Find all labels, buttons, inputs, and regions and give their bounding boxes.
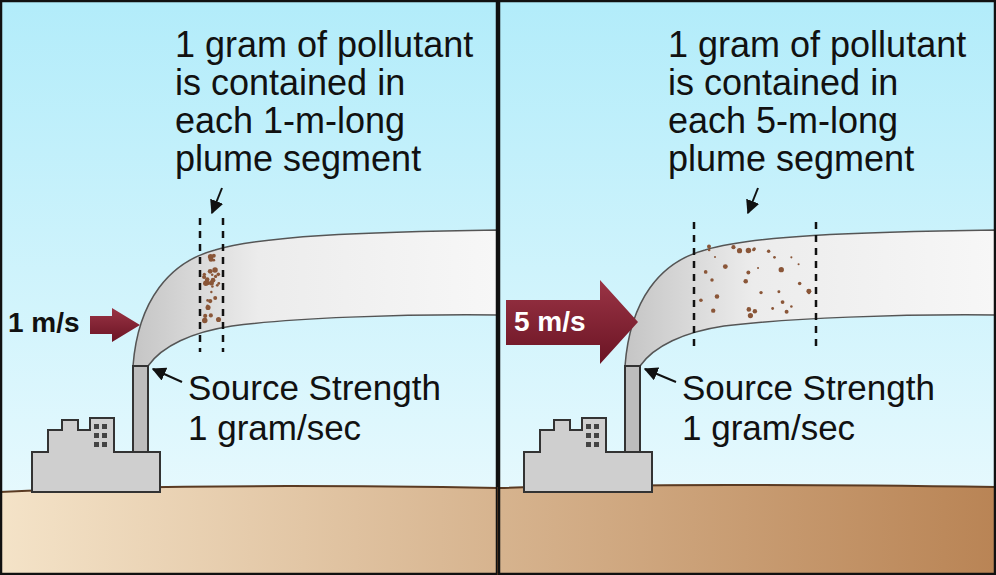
pollutant-dot [208, 269, 213, 274]
pollutant-dot [752, 248, 755, 251]
source-strength: Source Strength 1 gram/sec [188, 368, 456, 448]
pollutant-dot [217, 273, 221, 277]
pollutant-dot [710, 278, 713, 281]
pollutant-dot [216, 284, 219, 287]
pollutant-dot [203, 314, 207, 318]
pollutant-dot [715, 294, 720, 299]
pollutant-dot [707, 245, 711, 249]
pollutant-dot [779, 267, 784, 272]
pollutant-dot [211, 285, 214, 288]
wind-speed: 5 m/s [514, 307, 598, 337]
wind-arrow [90, 308, 140, 342]
wind-arrow [506, 280, 638, 364]
pollutant-dots [699, 245, 811, 319]
pollutant-dot [746, 248, 752, 254]
pollutant-dot [747, 307, 752, 312]
pollutant-dots [202, 254, 221, 323]
pollutant-dot [808, 292, 811, 295]
pollutant-dot [708, 249, 711, 252]
ground [498, 485, 996, 575]
pollutant-dot [209, 281, 212, 284]
leader-line [153, 369, 182, 382]
leader-line [748, 188, 758, 213]
pollutant-dot [731, 245, 735, 249]
pollutant-dot [208, 299, 212, 303]
pollutant-dot [757, 267, 759, 269]
plume [625, 230, 996, 366]
leader-line [212, 188, 222, 213]
pollutant-dot [206, 305, 211, 310]
pollutant-dot [753, 309, 757, 313]
segment-boundary [693, 222, 696, 350]
pollutant-dot [771, 307, 774, 310]
callout-note: 1 gram of pollutant is contained in each… [668, 26, 980, 178]
pollutant-dot [785, 310, 789, 314]
pollutant-dot [790, 305, 793, 308]
pollutant-dot [213, 296, 217, 300]
pollutant-dot [210, 291, 212, 293]
panel-border [1, 1, 497, 574]
pollutant-dot [723, 264, 728, 269]
pollutant-dot [699, 298, 703, 302]
pollutant-dot [216, 317, 221, 322]
ground [0, 486, 498, 575]
segment-boundary [199, 218, 202, 352]
pollutant-dot [746, 271, 750, 275]
factory [524, 366, 652, 492]
pollutant-dot [781, 300, 785, 304]
pollutant-dot [737, 248, 742, 253]
pollutant-dot [790, 256, 792, 258]
callout-note: 1 gram of pollutant is contained in each… [175, 26, 487, 178]
pollutant-dot [798, 263, 800, 265]
pollutant-dot [211, 274, 214, 277]
pollutant-dot [777, 290, 780, 293]
pollutant-dot [759, 291, 762, 294]
leader-line [645, 369, 676, 382]
segment-boundary [815, 222, 818, 350]
wind-speed: 1 m/s [8, 308, 88, 338]
pollutant-dot [202, 318, 207, 323]
pollutant-dot [714, 256, 716, 258]
pollutant-dot [202, 275, 206, 279]
pollutant-dot [773, 256, 776, 259]
factory [32, 366, 160, 492]
pollutant-dot [748, 313, 753, 318]
sky [498, 0, 996, 575]
panel-border [499, 1, 995, 574]
pollutant-dot [209, 257, 214, 262]
segment-boundary [222, 218, 225, 352]
pollutant-dot [209, 280, 214, 285]
pollutant-dot [212, 267, 217, 272]
pollutant-dot [798, 282, 802, 286]
pollutant-dot [711, 308, 715, 312]
source-strength: Source Strength 1 gram/sec [682, 368, 950, 448]
sky [0, 0, 498, 575]
pollutant-dot [767, 250, 770, 253]
pollutant-dot [806, 289, 811, 294]
pollutant-dot [214, 275, 217, 278]
pollutant-dot [204, 318, 207, 321]
plume [133, 230, 498, 366]
pollutant-dot [743, 279, 748, 284]
pollutant-dot [704, 270, 708, 274]
pollutant-dot [209, 313, 213, 317]
